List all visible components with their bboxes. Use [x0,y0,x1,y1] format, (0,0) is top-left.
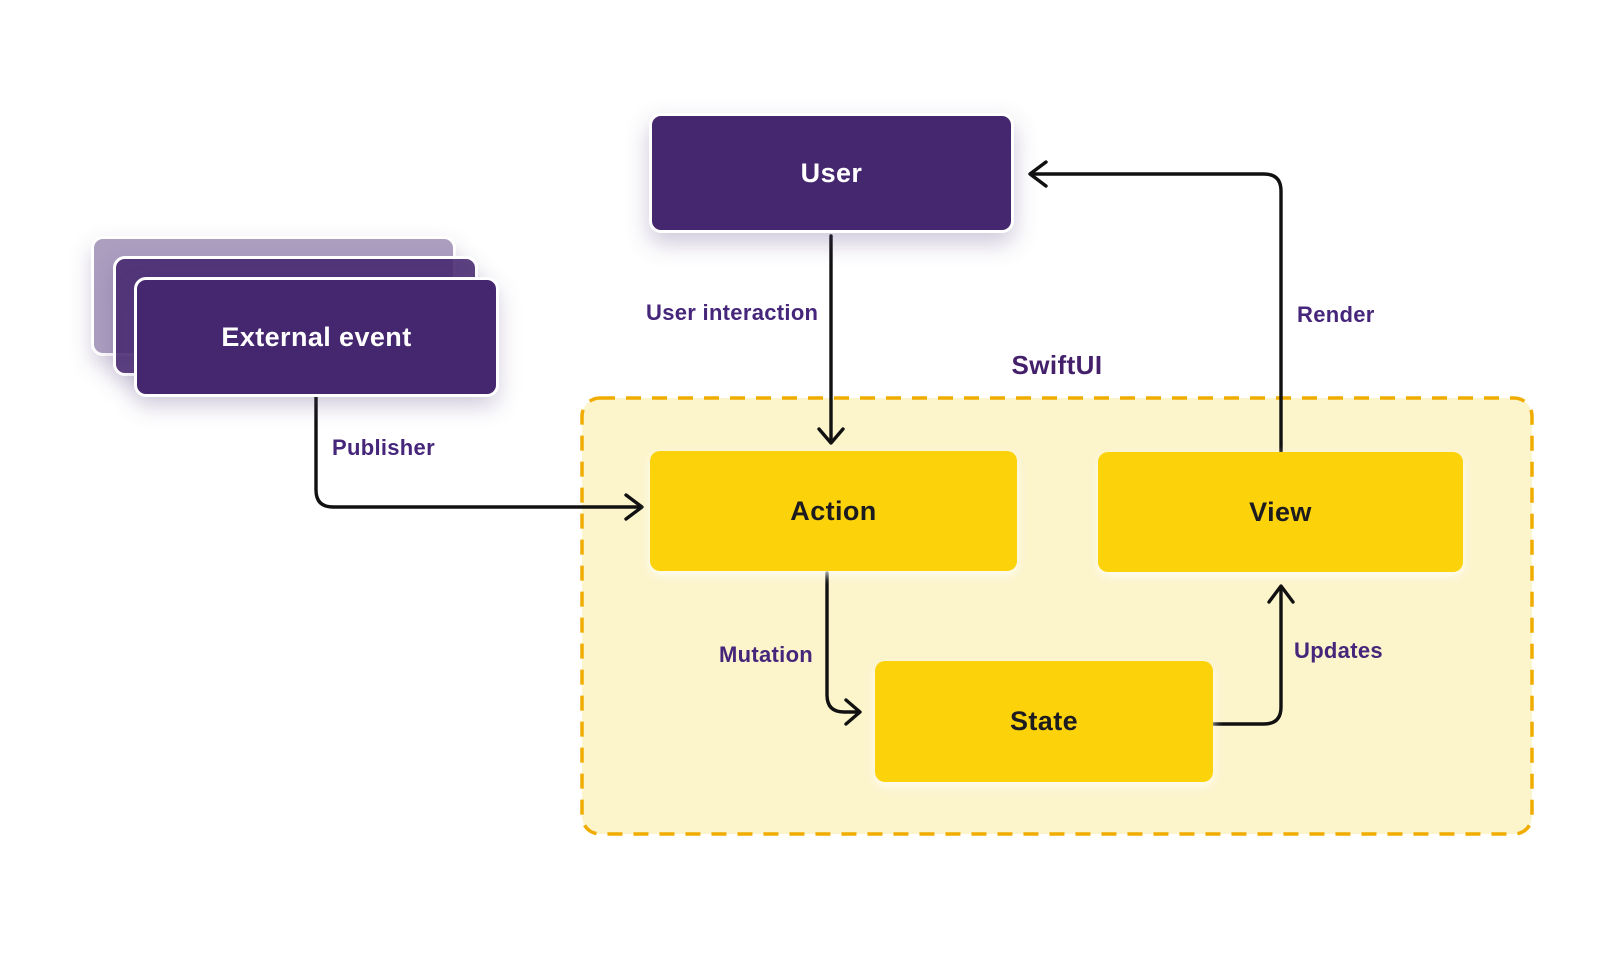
external-event-node: External event [134,277,499,397]
state-node-label: State [1009,706,1079,736]
updates-edge-label: Updates [1294,638,1383,663]
user-to-action-arrow [817,234,845,445]
view-to-user-render-arrow [1028,160,1283,453]
external-event-to-action-publisher-arrow [314,395,644,521]
view-node-label: View [1249,496,1312,527]
view-node: View [1098,452,1463,572]
state-to-view-updates-arrow [1212,584,1295,726]
render-edge-label: Render [1297,302,1375,327]
external-event-node-label: External event [221,321,412,352]
user-interaction-edge-label: User interaction [646,300,819,325]
action-to-state-mutation-arrow [825,571,862,726]
swiftui-container-title: SwiftUI [1011,350,1103,380]
action-node-label: Action [790,495,877,526]
mutation-edge-label: Mutation [719,642,814,667]
state-node: State [875,661,1213,782]
user-node-label: User [800,157,863,188]
publisher-edge-label: Publisher [332,435,435,460]
user-node: User [649,113,1014,233]
action-node: Action [650,451,1017,571]
